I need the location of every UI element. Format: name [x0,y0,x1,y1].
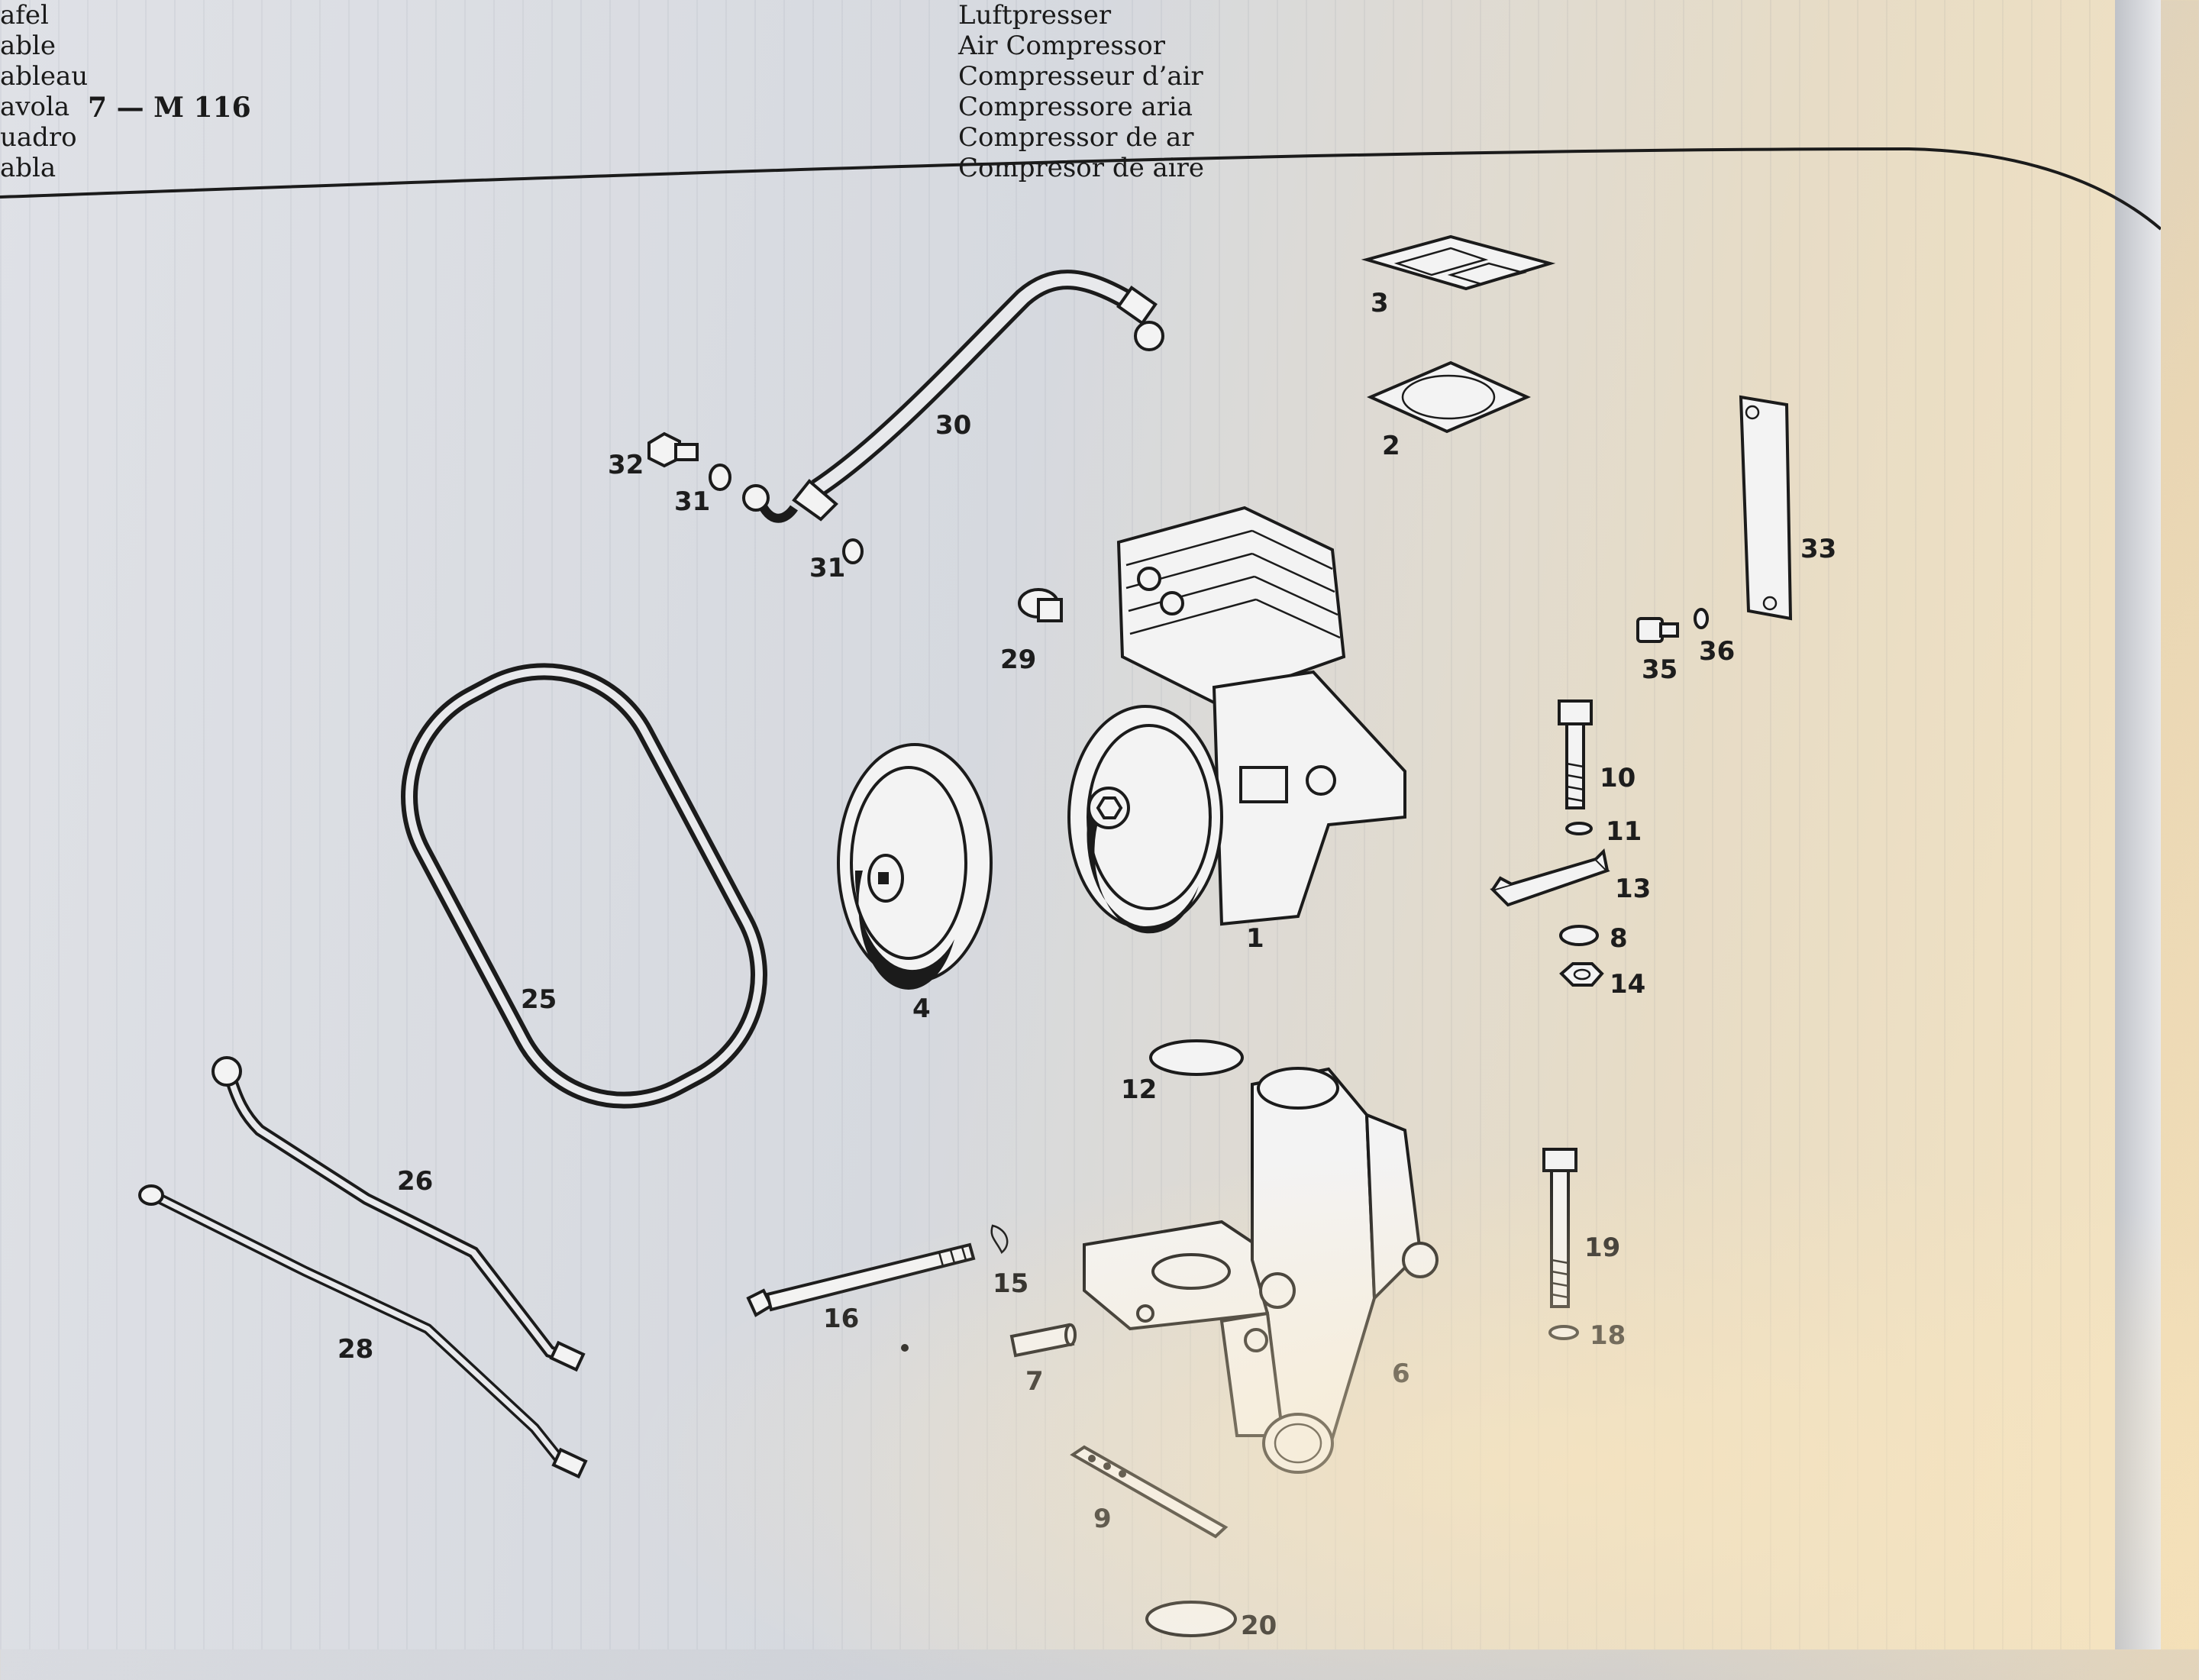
callout-18: 18 [1590,1320,1626,1351]
part-20-o-ring [1145,1601,1237,1637]
callout-19: 19 [1584,1233,1620,1263]
part-35-screw [1636,617,1679,643]
callout-26: 26 [397,1166,433,1197]
part-26-pipe [212,1056,586,1372]
callout-6: 6 [1392,1359,1410,1389]
table-code: 7 — M 116 [88,92,251,124]
callout-8: 8 [1610,923,1628,954]
callout-16: 16 [823,1304,859,1334]
callout-29: 29 [1000,645,1036,675]
part-6-mounting-housing [1083,1067,1439,1474]
callout-4: 4 [912,993,931,1024]
title-fr: Compresseur d’air [958,61,1203,92]
part-1-compressor [1067,506,1406,934]
part-10-bolt [1558,699,1593,809]
part-11-washer [1565,822,1593,835]
callout-2: 2 [1382,431,1400,461]
part-31-seal-ring [709,464,731,491]
exploded-view-diagram: 3 2 33 35 36 10 11 [0,147,2161,1641]
part-29-plug [1018,588,1063,622]
callout-13: 13 [1615,874,1651,904]
part-19-bolt [1542,1148,1577,1308]
part-16-through-bolt [746,1242,976,1317]
callout-31: 31 [809,553,845,583]
part-25-v-belt [401,663,767,1109]
callout-9: 9 [1093,1504,1112,1534]
callout-14: 14 [1610,969,1645,1000]
table-label: avola [0,92,70,122]
part-36-washer [1694,608,1709,629]
table-label: afel [0,0,49,31]
callout-32: 32 [608,450,644,480]
callout-30: 30 [935,410,971,441]
table-label: able [0,31,57,61]
callout-33: 33 [1800,534,1836,564]
part-8-washer [1559,925,1599,946]
callout-15: 15 [993,1268,1028,1299]
title-pt: Compressor de ar [958,122,1194,153]
part-18-washer [1548,1325,1579,1340]
callout-10: 10 [1600,763,1636,793]
title-de: Luftpresser [958,0,1112,31]
table-label: abla [0,153,57,183]
title-en: Air Compressor [958,31,1165,61]
callout-1: 1 [1246,923,1264,954]
title-it: Compressore aria [958,92,1193,122]
callout-11: 11 [1606,816,1642,847]
part-15-cotter-pin [990,1224,1009,1254]
part-31-seal-ring [842,538,864,564]
part-12-o-ring [1149,1039,1244,1076]
callout-12: 12 [1121,1074,1157,1105]
part-33-bracket [1739,395,1793,621]
part-13-lock-plate [1490,848,1610,907]
table-label-column: afel able ableau avola uadro abla [0,0,89,183]
callout-7: 7 [1025,1366,1044,1397]
part-30-hose [742,270,1164,523]
part-14-nut [1559,962,1604,987]
part-28-pipe [138,1184,588,1479]
callout-36: 36 [1699,636,1735,667]
part-4-pulley [837,743,993,990]
table-label: ableau [0,61,89,92]
callout-31: 31 [674,486,710,517]
callout-20: 20 [1241,1611,1277,1641]
callout-25: 25 [521,984,557,1015]
part-2-gasket [1367,360,1531,434]
part-group-titles: Luftpresser Air Compressor Compresseur d… [958,0,1204,183]
print-dot [901,1344,909,1352]
part-32-banjo-bolt [647,431,699,468]
table-label: uadro [0,122,77,153]
callout-3: 3 [1371,288,1389,318]
part-3-gasket [1361,234,1556,291]
header-divider [0,147,2161,231]
part-7-sleeve [1009,1323,1077,1358]
callout-35: 35 [1642,654,1678,685]
callout-28: 28 [337,1334,373,1365]
